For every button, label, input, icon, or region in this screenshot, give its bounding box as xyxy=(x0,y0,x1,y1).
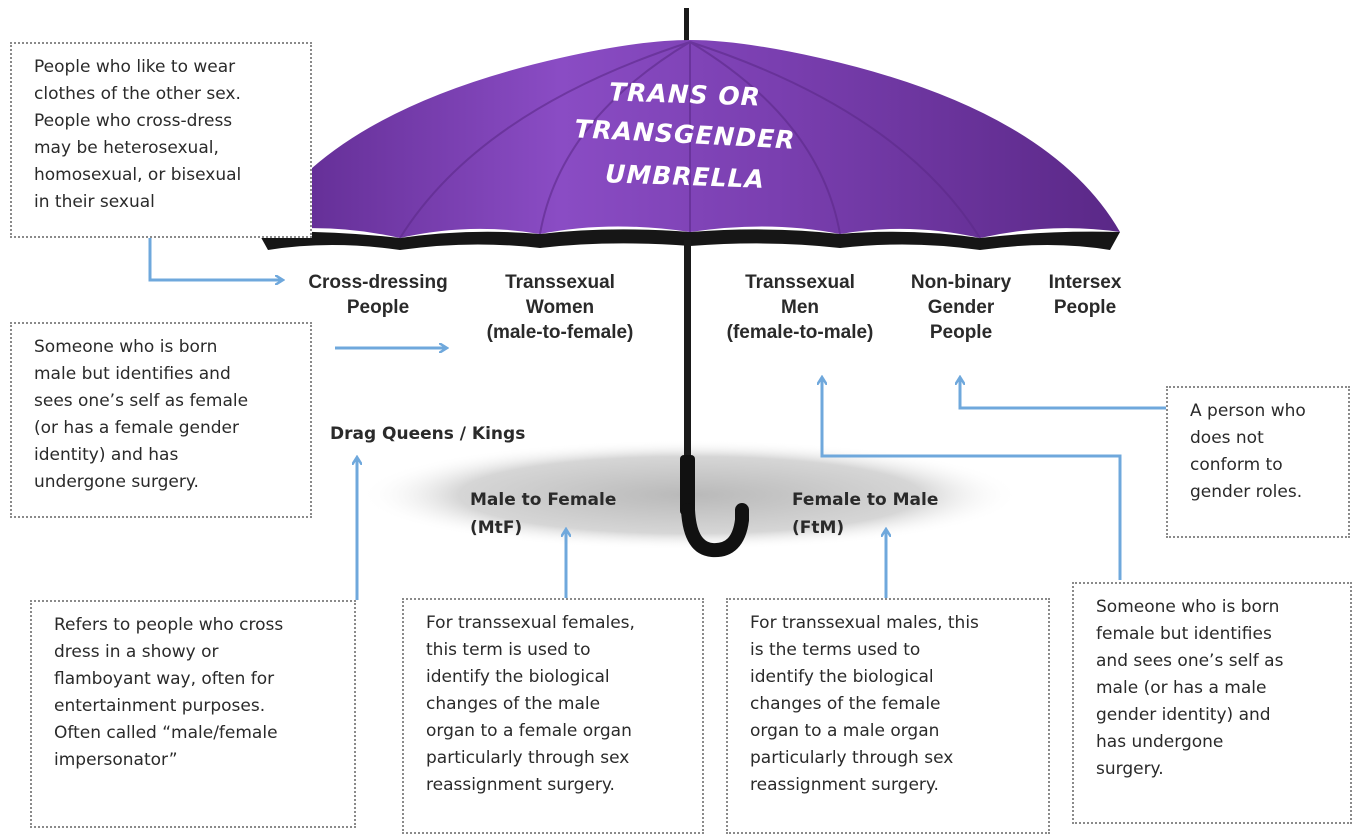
umbrella-shaft xyxy=(684,240,691,458)
term-cross-dressing: Cross-dressing People xyxy=(308,272,448,318)
term-transsexual-men: Transsexual Men (female-to-male) xyxy=(726,272,874,343)
arrow-trans-men xyxy=(822,378,1122,580)
definition-transsexual-men: Someone who is born female but identifie… xyxy=(1072,582,1352,824)
term-intersex: Intersex People xyxy=(1048,272,1122,318)
umbrella-hook xyxy=(681,503,749,558)
umbrella-title: TRANS OR TRANSGENDER UMBRELLA xyxy=(540,77,830,196)
umbrella-handle xyxy=(680,455,695,515)
subterm-mtf: Male to Female (MtF) xyxy=(470,490,617,538)
arrow-non-binary xyxy=(960,378,1166,410)
umbrella-rim xyxy=(258,229,1120,250)
umbrella-tip xyxy=(684,8,689,42)
term-transsexual-women: Transsexual Women (male-to-female) xyxy=(486,272,634,343)
definition-transsexual-women: Someone who is born male but identifies … xyxy=(10,322,312,518)
definition-drag: Refers to people who cross dress in a sh… xyxy=(30,600,356,828)
subterm-ftm: Female to Male (FtM) xyxy=(792,490,939,538)
canopy-seams xyxy=(399,41,981,239)
subterm-drag: Drag Queens / Kings xyxy=(330,424,526,444)
definition-mtf: For transsexual females, this term is us… xyxy=(402,598,704,834)
term-non-binary: Non-binary Gender People xyxy=(910,272,1012,343)
arrow-cross-dressing xyxy=(148,238,282,280)
definition-ftm: For transsexual males, this is the terms… xyxy=(726,598,1050,834)
definition-cross-dressing: People who like to wear clothes of the o… xyxy=(10,42,312,238)
definition-non-binary: A person who does not conform to gender … xyxy=(1166,386,1350,538)
